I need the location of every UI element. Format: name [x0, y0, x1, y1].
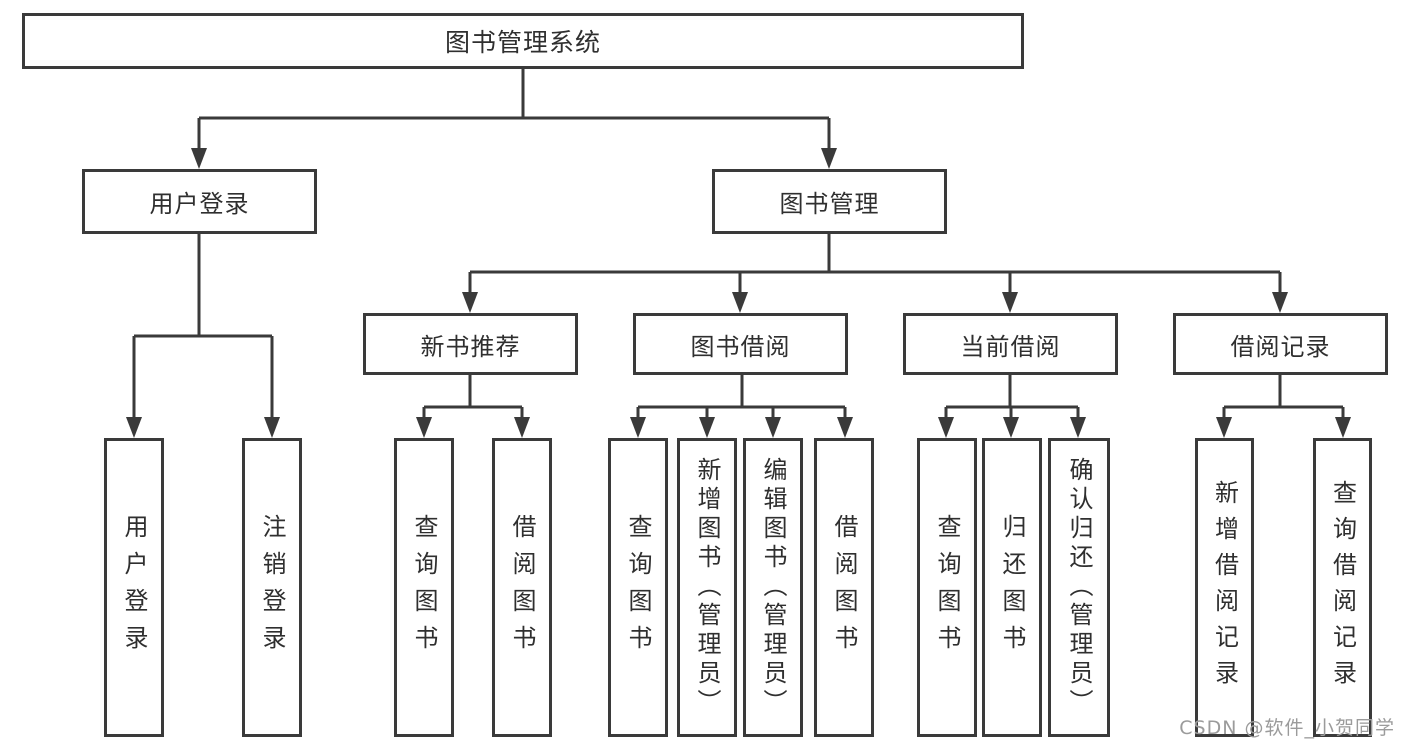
leaf-borrow-borrow-label: 借阅图书	[830, 513, 858, 662]
leaf-user-login-label: 用户登录	[120, 513, 148, 662]
node-user-login-label: 用户登录	[149, 190, 250, 218]
arrowhead-icon	[191, 148, 207, 169]
node-new-book-recommend-label: 新书推荐	[420, 332, 521, 361]
arrowhead-icon	[732, 292, 748, 313]
arrowhead-icon	[1272, 292, 1288, 313]
leaf-borrow-query-label: 查询图书	[624, 513, 652, 662]
leaf-record-add: 新增借阅记录	[1195, 438, 1254, 737]
node-root-label: 图书管理系统	[444, 28, 601, 57]
node-user-login: 用户登录	[82, 169, 317, 234]
leaf-record-add-label: 新增借阅记录	[1210, 479, 1239, 696]
node-current-borrow-label: 当前借阅	[960, 332, 1061, 361]
arrowhead-icon	[1002, 292, 1018, 313]
arrowhead-icon	[821, 148, 837, 169]
watermark: CSDN @软件_小贺同学	[1179, 717, 1395, 739]
arrowhead-icon	[1003, 417, 1019, 438]
node-book-borrow: 图书借阅	[633, 313, 848, 375]
arrowhead-icon	[126, 417, 142, 438]
leaf-newbook-borrow-label: 借阅图书	[508, 513, 536, 662]
arrowhead-icon	[1216, 417, 1232, 438]
leaf-newbook-borrow: 借阅图书	[492, 438, 552, 737]
node-book-management: 图书管理	[712, 169, 947, 234]
leaf-newbook-query: 查询图书	[394, 438, 454, 737]
arrowhead-icon	[264, 417, 280, 438]
leaf-borrow-edit: 编辑图书（管理员）	[743, 438, 803, 737]
leaf-borrow-add: 新增图书（管理员）	[677, 438, 737, 737]
arrowhead-icon	[416, 417, 432, 438]
leaf-current-query: 查询图书	[917, 438, 977, 737]
leaf-borrow-query: 查询图书	[608, 438, 668, 737]
leaf-borrow-edit-label: 编辑图书（管理员）	[759, 457, 787, 718]
arrowhead-icon	[938, 417, 954, 438]
leaf-current-return: 归还图书	[982, 438, 1042, 737]
node-book-management-label: 图书管理	[779, 190, 880, 218]
node-current-borrow: 当前借阅	[903, 313, 1118, 375]
leaf-current-query-label: 查询图书	[933, 513, 961, 662]
leaf-user-login: 用户登录	[104, 438, 164, 737]
node-root: 图书管理系统	[22, 13, 1024, 69]
arrowhead-icon	[699, 417, 715, 438]
leaf-logout: 注销登录	[242, 438, 302, 737]
leaf-borrow-add-label: 新增图书（管理员）	[693, 457, 721, 718]
node-borrow-record-label: 借阅记录	[1230, 332, 1331, 361]
arrowhead-icon	[765, 417, 781, 438]
arrowhead-icon	[1335, 417, 1351, 438]
node-borrow-record: 借阅记录	[1173, 313, 1388, 375]
leaf-newbook-query-label: 查询图书	[410, 513, 438, 662]
leaf-borrow-borrow: 借阅图书	[814, 438, 874, 737]
node-new-book-recommend: 新书推荐	[363, 313, 578, 375]
arrowhead-icon	[1070, 417, 1086, 438]
leaf-current-confirm: 确认归还（管理员）	[1048, 438, 1110, 737]
leaf-record-query: 查询借阅记录	[1313, 438, 1372, 737]
leaf-logout-label: 注销登录	[258, 513, 286, 662]
arrowhead-icon	[514, 417, 530, 438]
leaf-current-return-label: 归还图书	[998, 513, 1026, 662]
arrowhead-icon	[837, 417, 853, 438]
leaf-record-query-label: 查询借阅记录	[1328, 479, 1357, 696]
arrowhead-icon	[630, 417, 646, 438]
arrowhead-icon	[462, 292, 478, 313]
node-book-borrow-label: 图书借阅	[690, 332, 791, 361]
leaf-current-confirm-label: 确认归还（管理员）	[1065, 457, 1093, 718]
